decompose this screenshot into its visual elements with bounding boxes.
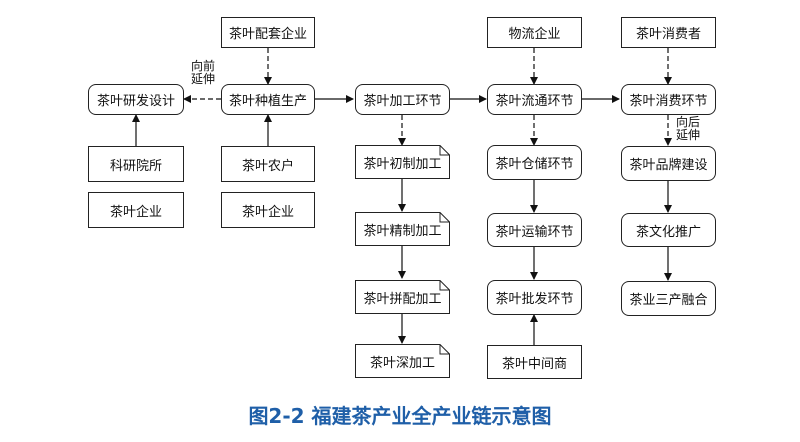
node-consumption-stage: 茶叶消费环节: [621, 84, 716, 115]
node-tea-enterprise-mid: 茶叶企业: [221, 192, 315, 228]
node-middleman: 茶叶中间商: [487, 345, 582, 379]
node-fine-processing: 茶叶精制加工: [355, 212, 450, 246]
node-storage-stage: 茶叶仓储环节: [487, 145, 582, 180]
node-blend-processing: 茶叶拼配加工: [355, 280, 450, 314]
node-processing-stage: 茶叶加工环节: [355, 84, 450, 115]
node-wholesale-stage: 茶叶批发环节: [487, 280, 582, 315]
node-transport-stage: 茶叶运输环节: [487, 213, 582, 247]
figure-caption: 图2-2 福建茶产业全产业链示意图: [248, 404, 552, 428]
node-research-institute: 科研院所: [88, 146, 184, 182]
backward-extension-label: 向后 延伸: [676, 115, 701, 142]
node-planting-production: 茶叶种植生产: [221, 84, 315, 115]
node-tea-culture-promotion: 茶文化推广: [621, 213, 716, 247]
node-rnd-design: 茶叶研发设计: [88, 84, 184, 115]
node-supply-enterprise: 茶叶配套企业: [221, 17, 315, 48]
node-primary-processing: 茶叶初制加工: [355, 145, 450, 179]
node-tea-consumer: 茶叶消费者: [621, 17, 716, 48]
node-logistics-enterprise: 物流企业: [487, 17, 582, 48]
node-three-industry-integration: 茶业三产融合: [621, 281, 716, 316]
node-tea-farmer: 茶叶农户: [221, 146, 315, 182]
node-brand-building: 茶叶品牌建设: [621, 146, 716, 181]
node-deep-processing: 茶叶深加工: [355, 344, 450, 378]
forward-extension-label: 向前 延伸: [191, 59, 216, 86]
node-tea-enterprise-left: 茶叶企业: [88, 192, 184, 228]
node-circulation-stage: 茶叶流通环节: [487, 84, 582, 115]
